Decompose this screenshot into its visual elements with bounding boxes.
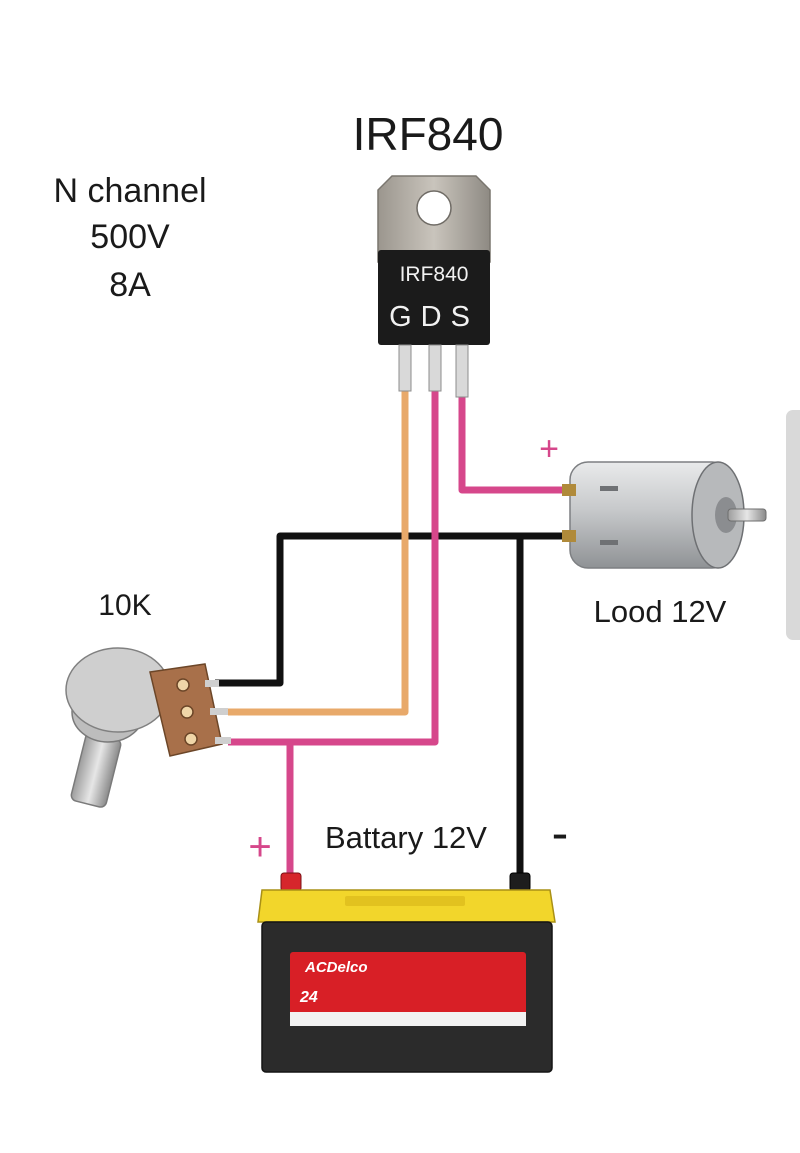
mosfet-gate-pin — [398, 344, 412, 392]
spec-current: 8A — [109, 266, 151, 304]
motor-bearing — [715, 497, 737, 533]
motor-shaft — [727, 508, 767, 522]
potentiometer — [65, 647, 231, 808]
spec-voltage: 500V — [90, 218, 170, 256]
pot-label: 10K — [98, 589, 151, 622]
title: IRF840 — [353, 108, 504, 160]
pot-shaft — [70, 732, 122, 808]
mosfet-drain-pin — [428, 344, 442, 392]
pot-pin-3 — [184, 732, 198, 746]
battery-sticker — [290, 952, 526, 1026]
ground-wire — [215, 532, 580, 687]
battery-label: Battary 12V — [325, 820, 487, 855]
pot-lead-1 — [205, 680, 219, 687]
pot-pin-1 — [176, 678, 190, 692]
mosfet-pin-label: GDS — [389, 301, 479, 333]
mosfet: IRF840 GDS — [377, 175, 491, 398]
pot-lead-3 — [215, 737, 231, 744]
spec-channel: N channel — [53, 172, 206, 210]
mosfet-part-label: IRF840 — [400, 263, 469, 286]
motor-vent-2 — [600, 540, 618, 545]
mosfet-source-pin — [455, 344, 469, 398]
drain-wire — [228, 385, 439, 746]
motor-terminal-minus — [562, 530, 576, 542]
gate-wire — [228, 385, 409, 716]
battery-plus-sign: + — [248, 825, 271, 869]
motor-terminal-plus — [562, 484, 576, 496]
pot-pin-2 — [180, 705, 194, 719]
battery-positive-terminal — [280, 872, 302, 892]
mosfet-body — [378, 250, 490, 345]
battery-sticker-stripe — [290, 1012, 526, 1026]
battery-model: 24 — [299, 989, 318, 1006]
battery: ACDelco 24 — [257, 872, 556, 1073]
scroll-indicator[interactable] — [786, 410, 800, 640]
motor — [562, 461, 767, 569]
battery-lid-ridge — [345, 896, 465, 906]
motor-vent-1 — [600, 486, 618, 491]
source-wire — [458, 392, 580, 494]
battery-brand: ACDelco — [304, 959, 368, 976]
motor-plus-sign: + — [539, 430, 559, 468]
battery-minus-sign: - — [552, 805, 569, 861]
motor-label: Lood 12V — [594, 594, 727, 629]
battery-negative-terminal — [509, 872, 531, 892]
wires — [215, 385, 580, 882]
mosfet-mount-hole — [416, 190, 452, 226]
pot-lead-2 — [210, 708, 228, 715]
